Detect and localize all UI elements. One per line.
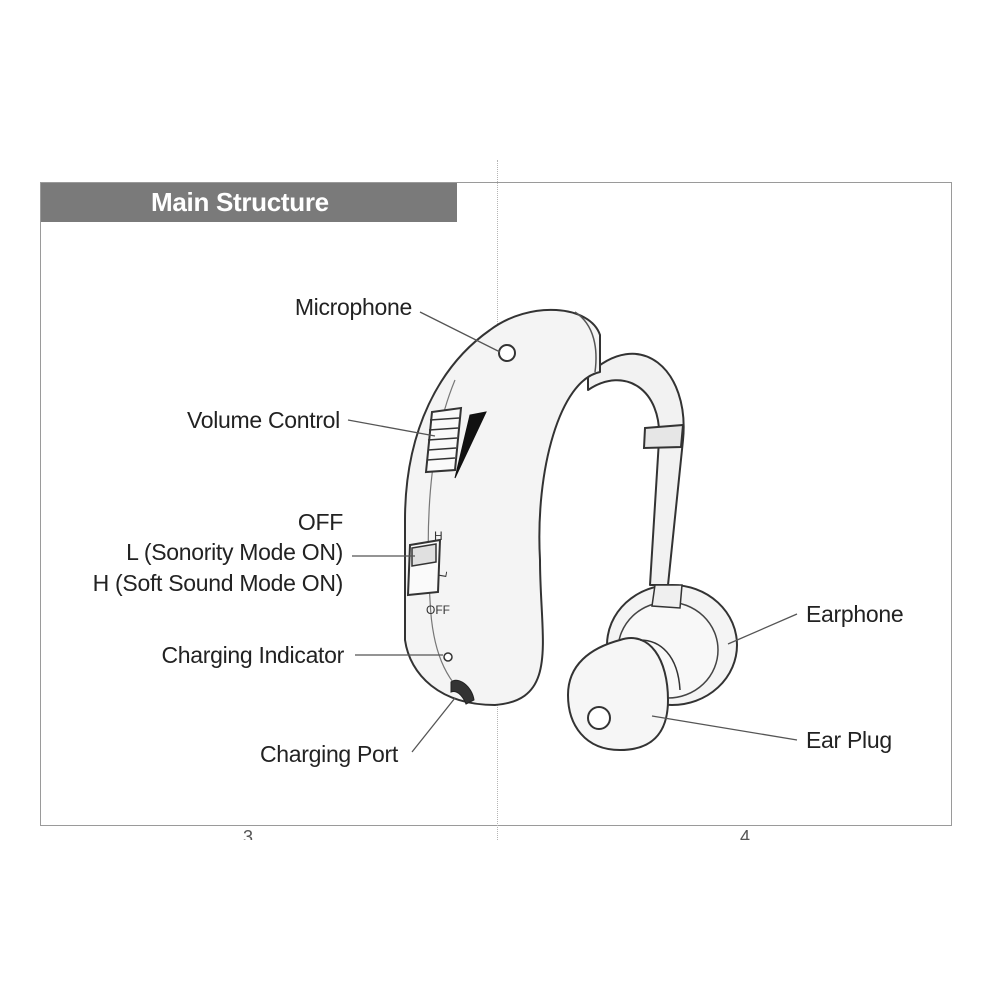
- label-volume-control: Volume Control: [186, 407, 340, 433]
- section-title: Main Structure: [41, 183, 457, 222]
- leader-lines: [347, 311, 798, 753]
- label-switch-off: OFF: [297, 509, 343, 535]
- label-earphone: Earphone: [806, 601, 904, 627]
- manual-page-frame: [40, 182, 952, 826]
- leader-earphone: [727, 613, 798, 645]
- ear-plug-dome: [566, 637, 670, 752]
- volume-wheel: [424, 406, 463, 474]
- leader-microphone: [419, 311, 501, 353]
- leader-ear-plug: [651, 715, 798, 741]
- tube-ring: [642, 423, 685, 450]
- label-charging-indicator: Charging Indicator: [161, 642, 344, 668]
- mode-slide-switch: [406, 538, 442, 597]
- switch-mark-h: H: [434, 529, 443, 543]
- hearing-aid-body: [404, 309, 601, 706]
- page-number-right: 4: [740, 827, 751, 840]
- body-inner-contour: [574, 311, 597, 373]
- leader-volume: [347, 419, 436, 437]
- ear-hook-tube: [587, 352, 685, 586]
- label-switch-l: L (Sonority Mode ON): [126, 539, 343, 565]
- ear-plug-sound-hole: [587, 706, 611, 730]
- page-number-left: 3: [243, 827, 254, 840]
- label-microphone: Microphone: [294, 294, 412, 320]
- earphone-neck: [651, 584, 683, 609]
- label-ear-plug: Ear Plug: [806, 727, 892, 753]
- leader-charging-port: [411, 697, 456, 753]
- microphone-hole: [498, 344, 516, 362]
- label-charging-port: Charging Port: [259, 741, 398, 767]
- volume-wedge-indicator: [454, 411, 487, 479]
- switch-mark-l: L: [435, 569, 450, 578]
- charging-port: [450, 679, 475, 705]
- charging-indicator-led: [443, 652, 453, 662]
- label-switch-h: H (Soft Sound Mode ON): [92, 570, 344, 596]
- ear-plug-stem: [639, 639, 681, 691]
- switch-mark-off: OFF: [426, 603, 450, 617]
